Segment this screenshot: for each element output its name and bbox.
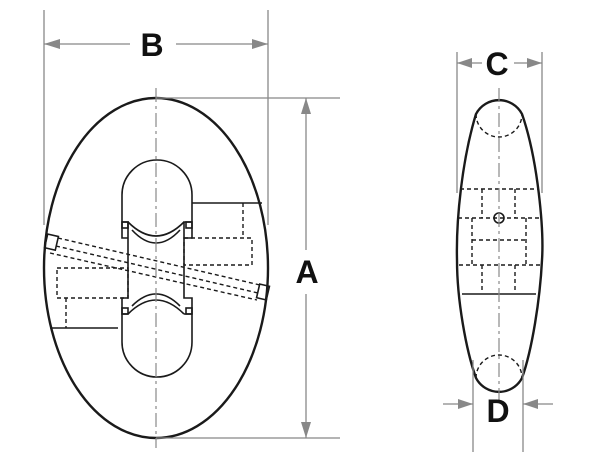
front-view [42,88,271,448]
pin-end-right [255,283,271,301]
hidden-circle-bottom [475,354,523,379]
label-c: C [485,46,508,82]
pin-end-left [43,233,60,252]
hidden-tenon-left [56,267,129,299]
label-b: B [140,27,163,63]
notch [185,221,193,229]
hidden-pin-line [49,252,258,301]
dimension-c: C [456,46,543,193]
inner-slot [121,159,193,378]
notch [121,221,129,229]
side-outline [455,98,544,394]
label-d: D [486,393,509,429]
label-a: A [295,254,318,290]
hidden-pin-line [55,245,259,294]
dimension-b: B [43,10,269,225]
notch [185,307,193,315]
hidden-tenon-right [183,237,253,266]
hidden-circle-top [475,113,523,138]
hidden-pin-line [57,237,261,286]
dimension-d: D [443,360,553,452]
side-view [455,88,544,400]
notch [121,307,129,315]
dimension-a: A [156,97,340,439]
